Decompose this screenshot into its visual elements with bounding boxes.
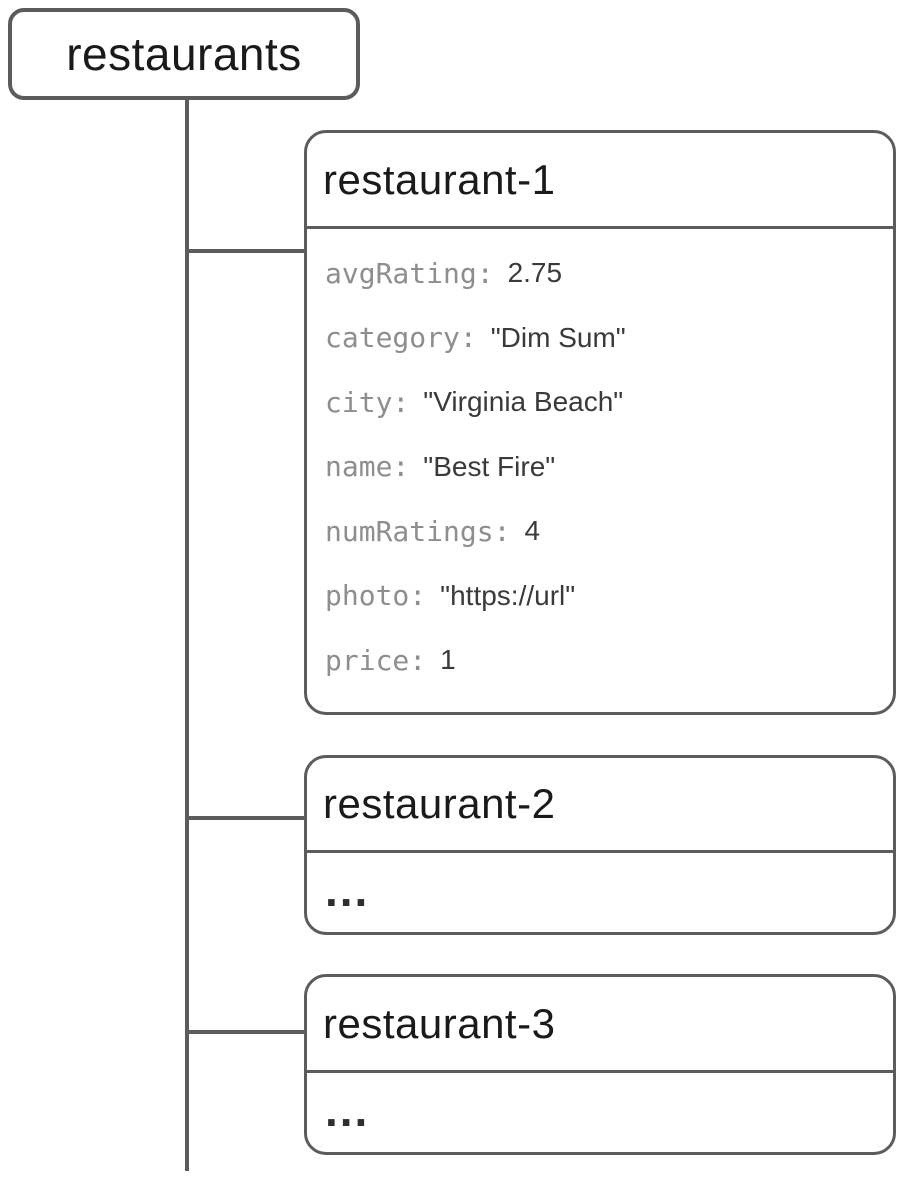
field-key: numRatings: [325, 514, 511, 548]
field-key: category: [325, 321, 477, 355]
field-row-city: city: "Virginia Beach" [325, 370, 879, 435]
document-fields: avgRating: 2.75 category: "Dim Sum" city… [307, 229, 893, 693]
field-row-category: category: "Dim Sum" [325, 306, 879, 371]
field-row-name: name: "Best Fire" [325, 435, 879, 500]
field-key: photo: [325, 579, 427, 613]
field-value: 2.75 [507, 257, 563, 289]
document-card-restaurant-2: restaurant-2 ... [304, 755, 896, 935]
truncated-fields-ellipsis: ... [325, 1084, 370, 1136]
truncated-fields-ellipsis: ... [325, 864, 370, 916]
field-value: "Best Fire" [423, 450, 556, 482]
document-title: restaurant-1 [307, 133, 893, 229]
field-value: "Virginia Beach" [423, 386, 624, 418]
field-value: "https://url" [440, 579, 576, 611]
document-card-restaurant-3: restaurant-3 ... [304, 974, 896, 1155]
field-row-avgrating: avgRating: 2.75 [325, 241, 879, 306]
connector-line-restaurant-3 [185, 1030, 306, 1034]
field-key: city: [325, 385, 410, 419]
collection-label: restaurants [66, 28, 302, 80]
field-row-price: price: 1 [325, 628, 879, 693]
field-key: price: [325, 643, 427, 677]
field-value: "Dim Sum" [490, 321, 626, 353]
field-row-numratings: numRatings: 4 [325, 499, 879, 564]
document-title: restaurant-2 [307, 758, 893, 853]
connector-line-restaurant-2 [185, 816, 306, 820]
document-title: restaurant-3 [307, 977, 893, 1073]
field-row-photo: photo: "https://url" [325, 564, 879, 629]
document-card-restaurant-1: restaurant-1 avgRating: 2.75 category: "… [304, 130, 896, 715]
field-key: avgRating: [325, 256, 494, 290]
collection-node-restaurants: restaurants [8, 8, 360, 100]
connector-line-restaurant-1 [185, 249, 306, 253]
field-key: name: [325, 450, 410, 484]
field-value: 4 [524, 515, 541, 547]
tree-trunk-line [185, 100, 189, 1171]
field-value: 1 [440, 644, 456, 676]
